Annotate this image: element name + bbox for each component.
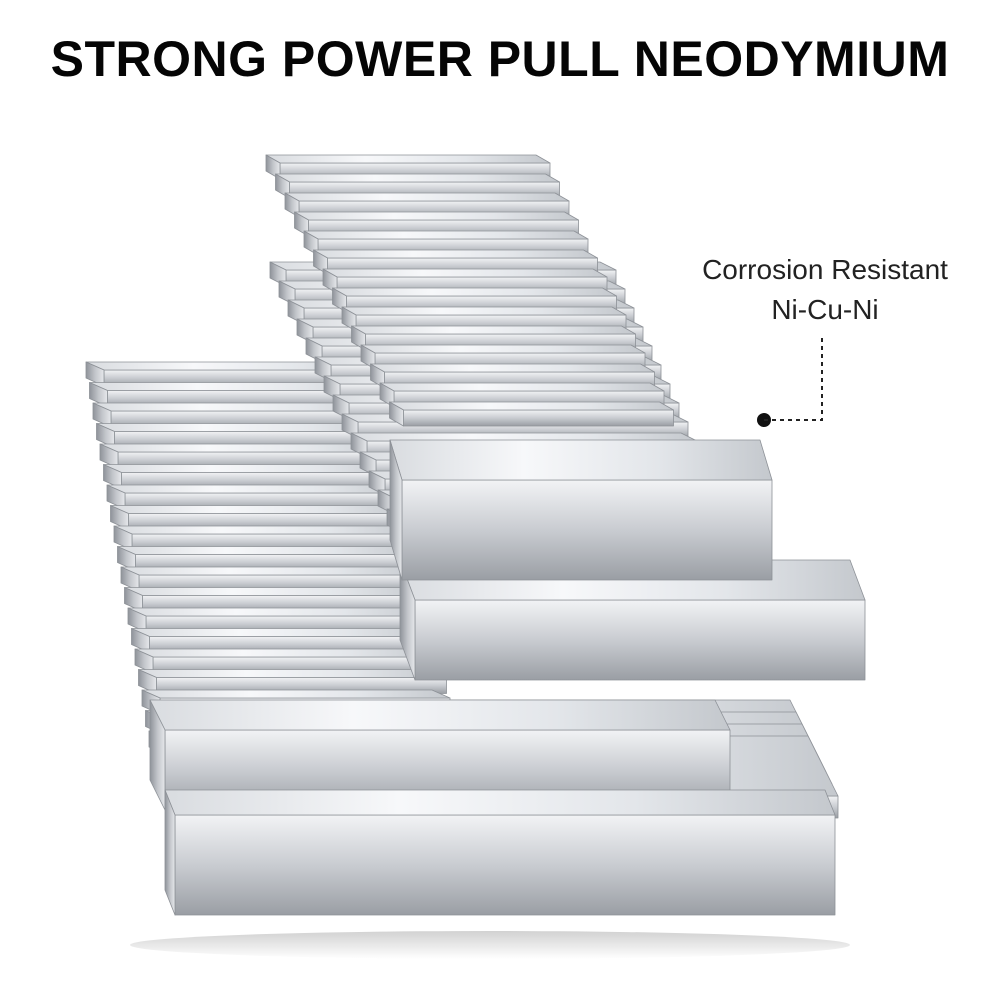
magnet-top-face [265, 154, 551, 164]
magnet-top-face [303, 230, 589, 240]
magnet-block [113, 525, 423, 551]
magnet-front-face [414, 599, 866, 681]
magnet-top-face [141, 689, 451, 699]
magnet-top-face [120, 566, 430, 576]
magnet-block [117, 546, 426, 571]
magnet-top-face [360, 344, 646, 354]
magnet-top-face [134, 648, 444, 658]
magnet-top-face [379, 382, 665, 392]
magnet-top-face [389, 439, 773, 481]
magnet-block [389, 401, 674, 427]
magnet-block [96, 423, 405, 448]
ground-shadow [130, 931, 850, 959]
magnet-block [99, 443, 409, 469]
magnet-top-face [164, 789, 836, 816]
magnet-stack-left [85, 361, 836, 916]
magnet-top-face [275, 173, 560, 183]
magnet-block [164, 789, 836, 916]
magnet-front-face [174, 814, 836, 916]
magnet-block [106, 484, 416, 510]
magnet-top-face [138, 669, 447, 678]
callout-line-2: Ni-Cu-Ni [771, 294, 879, 325]
magnet-top-face [127, 607, 437, 617]
headline: STRONG POWER PULL NEODYMIUM [50, 31, 950, 87]
magnet-end-face [389, 401, 404, 427]
magnet-top-face [149, 699, 731, 731]
magnet-stack-top [265, 154, 773, 581]
magnet-top-face [294, 211, 579, 221]
magnet-top-face [351, 325, 636, 335]
magnet-top-face [113, 525, 423, 535]
magnet-top-face [117, 546, 426, 555]
magnet-end-face [164, 789, 176, 916]
magnet-block [134, 648, 444, 674]
magnet-top-face [284, 192, 570, 202]
callout-line-1: Corrosion Resistant [702, 254, 948, 285]
magnet-block [110, 505, 419, 530]
magnet-top-face [110, 505, 419, 514]
magnet-front-face [401, 479, 773, 581]
magnet-block [389, 439, 773, 581]
magnet-block [127, 607, 437, 633]
magnet-top-face [332, 287, 617, 297]
magnet-block [138, 669, 447, 694]
magnet-top-face [389, 401, 674, 411]
magnet-end-face [399, 559, 416, 681]
magnet-top-face [341, 306, 627, 316]
coating-callout: Corrosion Resistant Ni-Cu-Ni [660, 250, 990, 330]
magnet-end-face [389, 439, 403, 581]
callout-leader [757, 335, 823, 427]
magnet-top-face [322, 268, 608, 278]
callout-dashed-line [764, 335, 823, 421]
magnet-top-face [131, 628, 440, 637]
magnet-top-face [370, 363, 655, 373]
magnet-top-face [124, 587, 433, 596]
magnet-block [89, 382, 398, 407]
magnet-block [120, 566, 430, 592]
magnet-top-face [313, 249, 598, 259]
magnet-front-face [403, 409, 674, 427]
